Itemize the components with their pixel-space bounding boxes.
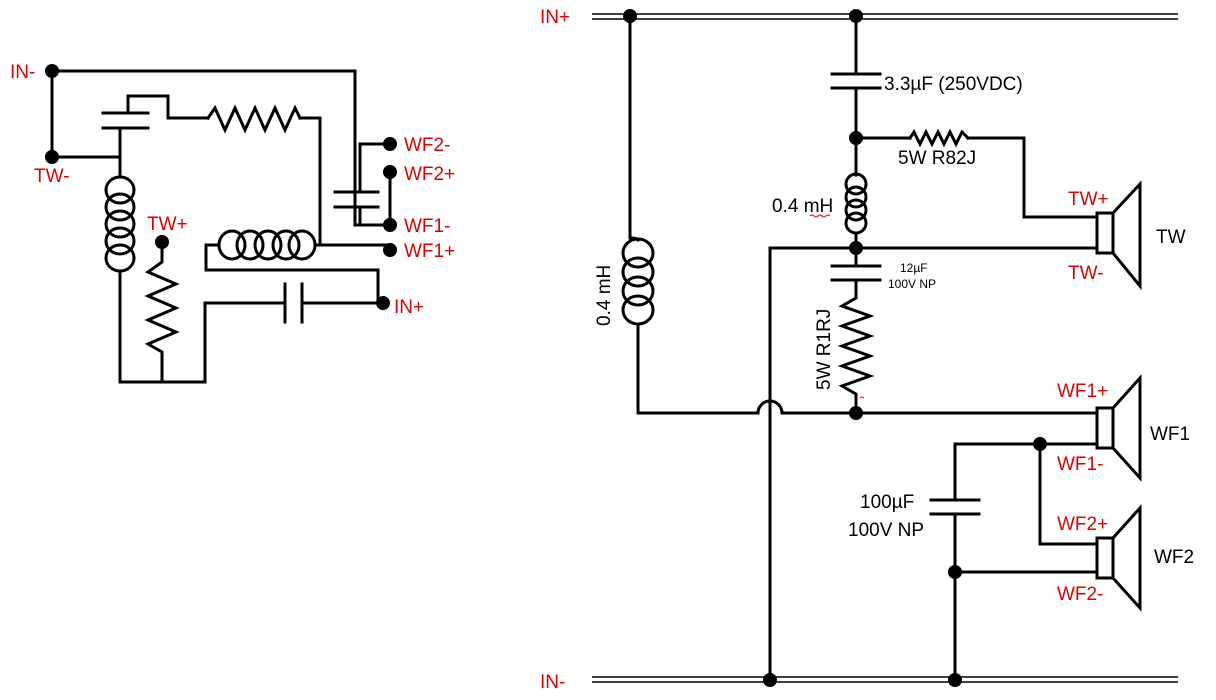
- junction-dot: [623, 9, 637, 23]
- terminal-dot: [155, 235, 169, 249]
- wire: [628, 236, 640, 242]
- label-wf1-minus: WF1-: [1057, 454, 1103, 475]
- terminal-dot: [45, 150, 59, 164]
- wire-bottom-loop: [118, 269, 287, 384]
- right-schematic: IN+ IN- 3.3µF (250VDC) 5W R82J 0.4 mH 0.…: [540, 7, 1194, 693]
- junction-dot: [849, 241, 863, 255]
- label-wf2-plus: WF2+: [1057, 514, 1108, 535]
- terminal-dot: [383, 137, 397, 151]
- label-res-r82j: 5W R82J: [898, 148, 976, 169]
- wire-wf2-plus: [1038, 442, 1099, 546]
- wire: [636, 322, 760, 415]
- wire-cap-right: [126, 94, 210, 120]
- label-wf1-plus: WF1+: [404, 241, 455, 262]
- junction-dot: [1033, 437, 1047, 451]
- resistor-5w-r82j: [907, 128, 971, 148]
- inductor-0.4mh-small: [844, 172, 868, 235]
- label-ind-left: 0.4 mH: [594, 265, 615, 326]
- junction-dot: [849, 131, 863, 145]
- terminal-dot: [45, 64, 59, 78]
- terminal-dot: [383, 218, 397, 232]
- label-cap-12uf-voltage: 100V NP: [888, 277, 936, 291]
- resistor-left-vertical: [144, 240, 180, 384]
- wire-res-right: [298, 116, 322, 247]
- label-wf1: WF1: [1150, 424, 1190, 445]
- label-in-plus: IN+: [394, 297, 424, 318]
- label-cap-100uf-voltage: 100V NP: [848, 520, 924, 541]
- label-in-plus: IN+: [540, 7, 570, 28]
- label-tw-plus: TW+: [1068, 189, 1109, 210]
- label-cap-3.3uf: 3.3µF (250VDC): [884, 74, 1023, 95]
- label-wf2-plus: WF2+: [404, 164, 455, 185]
- wire-cap-left: [101, 126, 122, 159]
- inductor-0.4mh-left: [621, 237, 655, 326]
- label-wf2-minus: WF2-: [404, 135, 450, 156]
- label-ind-small: 0.4 mH: [772, 196, 833, 217]
- junction-dot: [849, 9, 863, 23]
- label-cap-12uf: 12µF: [900, 261, 928, 275]
- label-in-minus: IN-: [540, 672, 565, 693]
- inductor-left-horizontal: [217, 229, 317, 261]
- label-wf1-minus: WF1-: [404, 216, 450, 237]
- resistor-5w-r1rj: [837, 278, 875, 415]
- terminal-dot: [376, 296, 390, 310]
- wire-ind-loop: [204, 243, 380, 280]
- label-tw: TW: [1156, 227, 1186, 248]
- junction-dot: [948, 565, 962, 579]
- label-cap-100uf: 100µF: [860, 492, 914, 513]
- terminal-dot: [383, 165, 397, 179]
- resistor-left-top: [205, 104, 303, 134]
- junction-dot: [763, 673, 777, 687]
- label-wf2: WF2: [1154, 547, 1194, 568]
- junction-dot: [948, 673, 962, 687]
- spellcheck-squiggle: [809, 214, 831, 218]
- label-tw-plus: TW+: [147, 214, 188, 235]
- speaker-wf2: [1095, 504, 1142, 612]
- label-wf1-plus: WF1+: [1057, 381, 1108, 402]
- label-tw-minus: TW-: [1068, 263, 1104, 284]
- left-wiring-diagram: IN- TW- TW+ WF2- WF2+ WF1- WF1+ IN+: [10, 62, 455, 384]
- wire-in-minus: [50, 69, 392, 227]
- label-res-r1rj: 5W R1RJ: [814, 309, 835, 390]
- terminal-dot: [383, 243, 397, 257]
- label-tw-minus: TW-: [34, 166, 70, 187]
- speaker-tw: [1095, 180, 1142, 291]
- wire-wf1-minus: [953, 442, 1099, 502]
- inductor-left-vertical: [104, 175, 136, 273]
- speaker-wf1: [1095, 374, 1142, 482]
- spellcheck-squiggle: [859, 396, 865, 399]
- junction-dot: [849, 406, 863, 420]
- label-in-minus: IN-: [10, 62, 35, 83]
- wire-tw-plus: [966, 136, 1099, 219]
- label-wf2-minus: WF2-: [1057, 584, 1103, 605]
